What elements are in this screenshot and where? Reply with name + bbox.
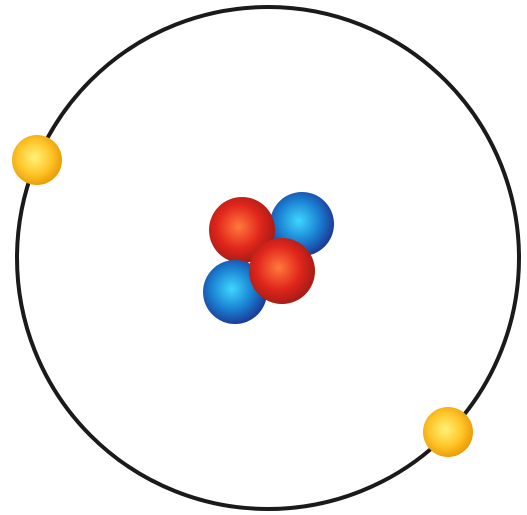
electron-bottom-right [423,407,473,457]
nucleus [203,192,334,324]
electron-left [12,135,62,185]
proton-bottom-right [249,238,315,304]
